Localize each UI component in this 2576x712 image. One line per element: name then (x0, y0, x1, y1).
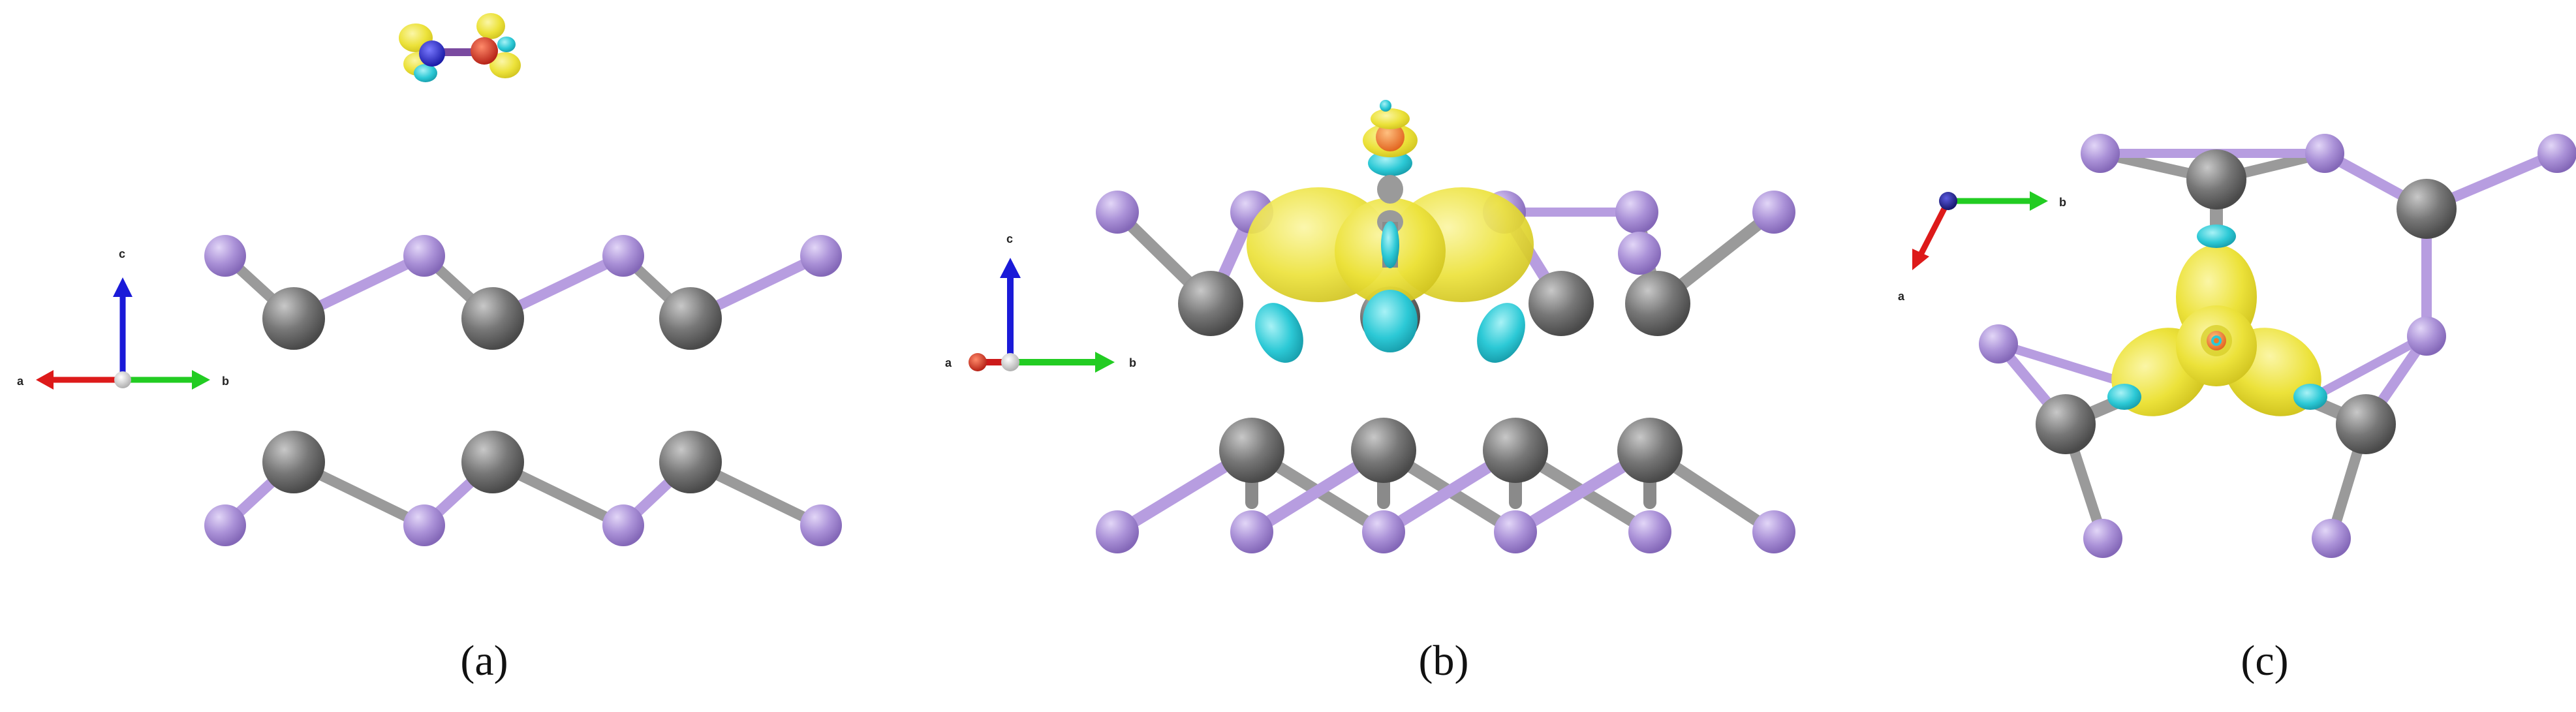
gray-atom (461, 287, 524, 350)
gray-atom (659, 431, 722, 493)
purple-atom (2305, 134, 2344, 173)
panel-a-structure: a b c (17, 13, 842, 546)
purple-atom (602, 235, 644, 277)
purple-atom (2312, 519, 2351, 558)
gray-atom (461, 431, 524, 493)
panel-a-molecule (399, 13, 521, 82)
axis-label-b: b (1129, 356, 1136, 369)
gray-atom (1529, 271, 1594, 336)
purple-atom (602, 504, 644, 546)
purple-atom (2083, 519, 2122, 558)
gray-atom (659, 287, 722, 350)
gray-atom (1483, 418, 1548, 483)
panel-label-c: (c) (2241, 637, 2289, 685)
purple-atom (1752, 510, 1795, 553)
gray-atom (2036, 394, 2096, 454)
panel-label-b: (b) (1418, 637, 1469, 685)
purple-atom (2407, 317, 2446, 356)
purple-atom (800, 235, 842, 277)
gray-atom (2397, 179, 2457, 239)
purple-atom (1362, 510, 1405, 553)
panel-c-isosurface (2107, 224, 2327, 416)
gray-atom (2186, 149, 2246, 209)
purple-atom (2537, 134, 2576, 173)
purple-atom (403, 504, 445, 546)
oxygen-atom (471, 37, 498, 65)
purple-atom (1752, 191, 1795, 234)
gray-atom (1178, 271, 1243, 336)
panel-a-axis-triad: a b c (17, 247, 229, 390)
gray-atom (262, 431, 325, 493)
panel-c-structure: b a (1898, 134, 2576, 558)
purple-atom (1096, 510, 1139, 553)
panel-c-axis-triad: b a (1898, 191, 2066, 303)
gray-atom (1351, 418, 1416, 483)
gray-atom (1617, 418, 1683, 483)
axis-label-a: a (17, 375, 24, 388)
gray-atom (2336, 394, 2396, 454)
gray-atom (262, 287, 325, 350)
purple-atom (1979, 324, 2018, 364)
axis-label-c: c (119, 247, 125, 260)
purple-atom (1628, 510, 1671, 553)
axis-label-b: b (2059, 196, 2066, 209)
panel-b-isosurface (1247, 100, 1534, 363)
purple-atom (1494, 510, 1537, 553)
purple-atom (2081, 134, 2120, 173)
purple-atom (204, 235, 246, 277)
purple-atom (1618, 232, 1661, 275)
purple-atom (204, 504, 246, 546)
nitrogen-atom (419, 40, 445, 67)
axis-label-b: b (222, 375, 229, 388)
purple-atom (1096, 191, 1139, 234)
purple-atom (1230, 510, 1273, 553)
axis-label-a: a (945, 356, 952, 369)
panel-b-structure: a b c (945, 100, 1795, 553)
axis-label-a: a (1898, 290, 1905, 303)
gray-atom (1219, 418, 1284, 483)
axis-label-c: c (1006, 232, 1013, 245)
purple-atom (1615, 191, 1658, 234)
panel-b-axis-triad: a b c (945, 232, 1136, 373)
purple-atom (800, 504, 842, 546)
gray-atom (1625, 271, 1690, 336)
panel-label-a: (a) (460, 637, 508, 685)
purple-atom (403, 235, 445, 277)
